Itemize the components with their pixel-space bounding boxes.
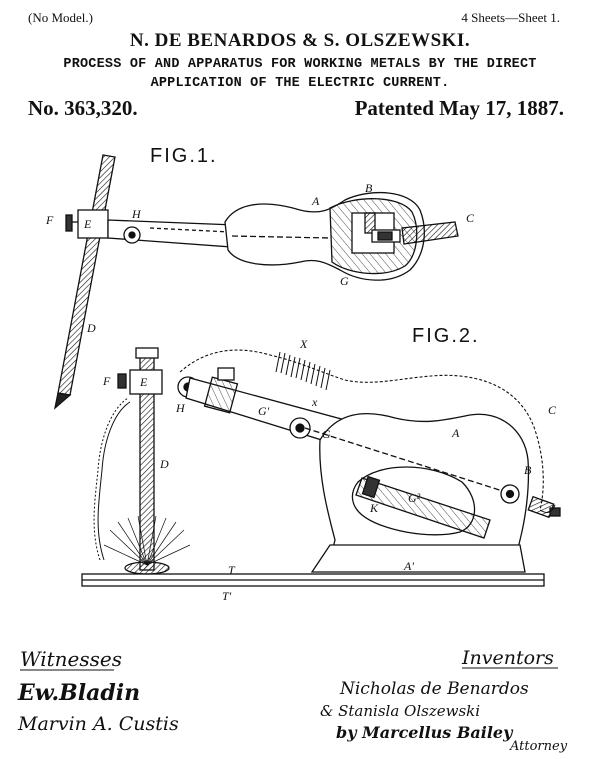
signatures: Witnesses Ew.Bladin Marvin A. Custis Inv… xyxy=(17,647,568,754)
svg-text:A: A xyxy=(311,194,320,208)
svg-text:X: X xyxy=(299,337,308,351)
svg-text:T: T xyxy=(228,563,236,577)
fig1-carbon xyxy=(401,221,459,245)
attorney-signature: by Marcellus Bailey xyxy=(336,723,514,742)
svg-text:T': T' xyxy=(222,589,232,603)
svg-text:x: x xyxy=(311,395,318,409)
svg-text:C: C xyxy=(466,211,475,225)
svg-text:E: E xyxy=(83,217,92,231)
figure-1: FIG.1. F E H A B C G xyxy=(45,145,475,410)
svg-text:H: H xyxy=(175,401,186,415)
figure-2: FIG.2. xyxy=(81,325,561,603)
fig2-cable-coil xyxy=(275,351,331,391)
patent-date: Patented May 17, 1887. xyxy=(354,96,564,120)
svg-text:D: D xyxy=(159,457,169,471)
witnesses-heading: Witnesses xyxy=(20,647,122,671)
svg-text:B: B xyxy=(365,181,373,195)
svg-text:B: B xyxy=(524,463,532,477)
fig2-label: FIG.2. xyxy=(412,325,480,347)
fig1-electrode-rod xyxy=(53,154,116,410)
witness-2-signature: Marvin A. Custis xyxy=(17,713,179,735)
svg-text:A: A xyxy=(451,426,460,440)
svg-text:G: G xyxy=(340,274,349,288)
fig2-cable xyxy=(179,349,544,511)
svg-text:K: K xyxy=(369,501,379,515)
patent-title-line-2: APPLICATION OF THE ELECTRIC CURRENT. xyxy=(150,76,450,91)
svg-text:D: D xyxy=(86,321,96,335)
inventors-heading: Inventors xyxy=(461,647,554,669)
model-note: (No Model.) xyxy=(28,10,93,25)
patent-number: No. 363,320. xyxy=(28,96,138,120)
inventor-1-signature: Nicholas de Benardos xyxy=(339,679,529,699)
fig1-label: FIG.1. xyxy=(150,145,218,167)
svg-text:G': G' xyxy=(258,404,270,418)
svg-text:C: C xyxy=(548,403,557,417)
svg-text:F: F xyxy=(45,213,54,227)
inventor-names-heading: N. DE BENARDOS & S. OLSZEWSKI. xyxy=(129,30,471,51)
svg-text:E: E xyxy=(139,375,148,389)
patent-title-line-1: PROCESS OF AND APPARATUS FOR WORKING MET… xyxy=(63,57,537,72)
svg-text:A': A' xyxy=(403,559,414,573)
svg-text:G²: G² xyxy=(408,491,421,505)
fig1-clamp xyxy=(77,209,109,239)
svg-text:H: H xyxy=(131,207,142,221)
svg-text:G: G xyxy=(322,427,331,441)
svg-text:F: F xyxy=(102,374,111,388)
attorney-title: Attorney xyxy=(509,739,568,754)
sheet-note: 4 Sheets—Sheet 1. xyxy=(461,10,560,25)
inventor-2-signature: & Stanisla Olszewski xyxy=(320,702,480,720)
witness-1-signature: Ew.Bladin xyxy=(17,680,140,706)
